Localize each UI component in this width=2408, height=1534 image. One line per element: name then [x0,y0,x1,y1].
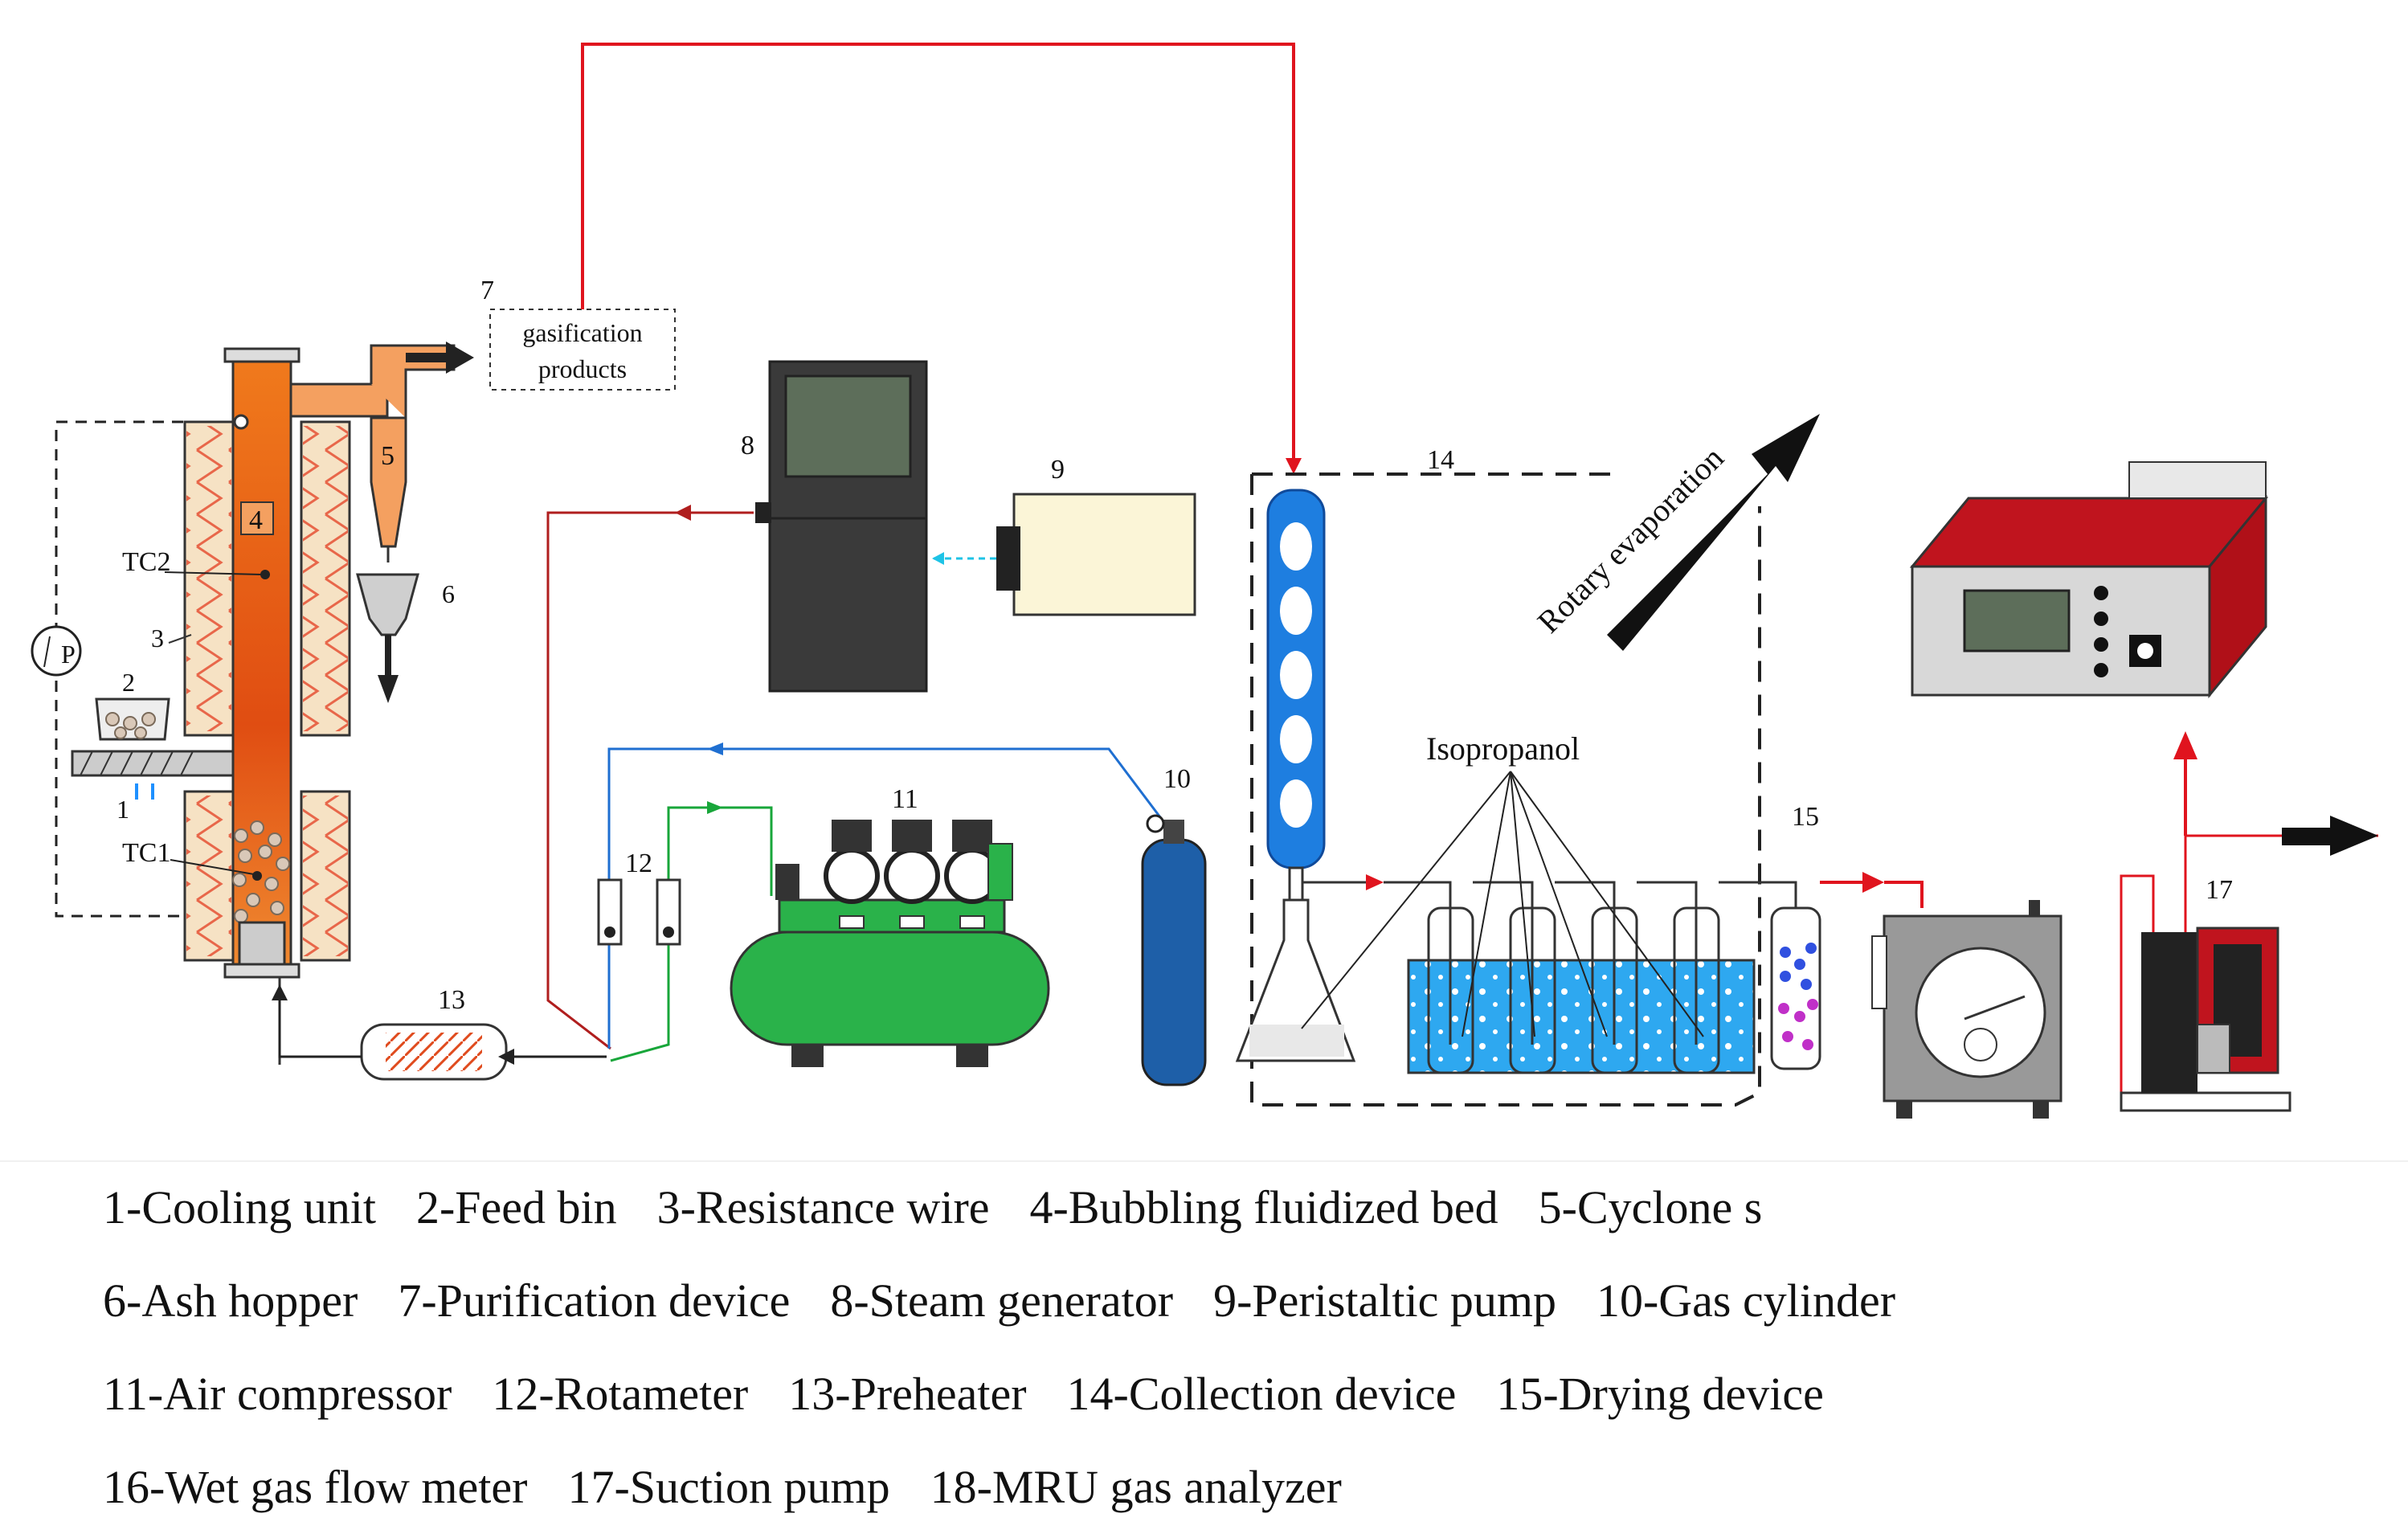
collection-flask [1235,898,1356,1062]
reactor-assembly: P 4 TC2 TC1 [31,276,676,1065]
legend-item: 8-Steam generator [830,1274,1174,1327]
pressure-gauge-icon: P [31,625,82,677]
label-7: 7 [480,276,494,305]
drying-device: 15 [1770,802,1924,1070]
legend-row: 11-Air compressor 12-Rotameter 13-Preheate… [103,1348,2353,1441]
label-4: 4 [249,505,263,535]
gasification-label-line1: gasification [522,318,642,347]
label-2: 2 [122,668,135,697]
legend-item: 14-Collection device [1066,1368,1457,1420]
label-9: 9 [1051,455,1065,485]
legend-item: 6-Ash hopper [103,1274,358,1327]
legend-item: 18-MRU gas analyzer [930,1461,1342,1513]
gas-line [581,43,1295,462]
steam-line [546,511,754,1050]
label-6: 6 [442,579,455,608]
legend-item: 5-Cyclone s [1538,1181,1763,1233]
ash-hopper [356,573,419,636]
preheater: 13 [272,984,607,1081]
legend-item: 9-Peristaltic pump [1213,1274,1556,1327]
legend-item: 17-Suction pump [567,1461,890,1513]
steam-generator: 8 [741,360,928,693]
legend-row: 16-Wet gas flow meter 17-Suction pump 18-M… [103,1441,2353,1534]
wet-gas-flow-meter [1871,900,2063,1119]
legend-row: 1-Cooling unit 2-Feed bin 3-Resistance wir… [103,1161,2353,1254]
label-11: 11 [892,784,918,814]
rotary-evaporation-label: Rotary evaporation [1531,440,1731,640]
label-17: 17 [2206,875,2233,905]
compressor-line [610,806,773,1062]
pressure-label: P [61,640,76,669]
label-1: 1 [117,795,129,824]
legend-item: 13-Preheater [788,1368,1027,1420]
legend-item: 15-Drying device [1496,1368,1824,1420]
tc2-label: TC2 [122,547,170,577]
legend-item: 16-Wet gas flow meter [103,1461,528,1513]
legend-item: 7-Purification device [398,1274,791,1327]
isopropanol-label: Isopropanol [1426,730,1580,767]
suction-pump: 17 [2120,731,2378,1112]
label-14: 14 [1427,445,1454,475]
tc1-label: TC1 [122,838,170,868]
label-10: 10 [1163,764,1191,794]
legend-item: 11-Air compressor [103,1368,452,1420]
cyclone-separator [370,416,407,548]
legend-item: 3-Resistance wire [656,1181,990,1233]
legend-item: 4-Bubbling fluidized bed [1029,1181,1498,1233]
legend-item: 2-Feed bin [415,1181,617,1233]
label-8: 8 [741,431,754,460]
legend: 1-Cooling unit 2-Feed bin 3-Resistance wir… [103,1161,2353,1534]
gas-cylinder: 10 [1141,764,1207,1086]
label-3: 3 [151,624,164,652]
label-12: 12 [625,849,652,878]
screw-feeder [71,750,235,777]
air-compressor: 11 [730,784,1050,1067]
legend-row: 6-Ash hopper 7-Purification device 8-Steam… [103,1254,2353,1348]
legend-item: 1-Cooling unit [103,1181,376,1233]
gasification-label-line2: products [538,354,627,383]
purification-device [489,309,676,391]
label-5: 5 [381,441,395,471]
label-13: 13 [438,985,465,1015]
peristaltic-pump: 9 [932,455,1196,616]
rotameter: 12 [597,849,681,946]
legend-item: 10-Gas cylinder [1596,1274,1896,1327]
mru-gas-analyzer [1909,461,2269,699]
label-15: 15 [1792,802,1819,832]
legend-item: 12-Rotameter [492,1368,749,1420]
collection-device: 14 Isopropanol [1235,414,1820,1107]
